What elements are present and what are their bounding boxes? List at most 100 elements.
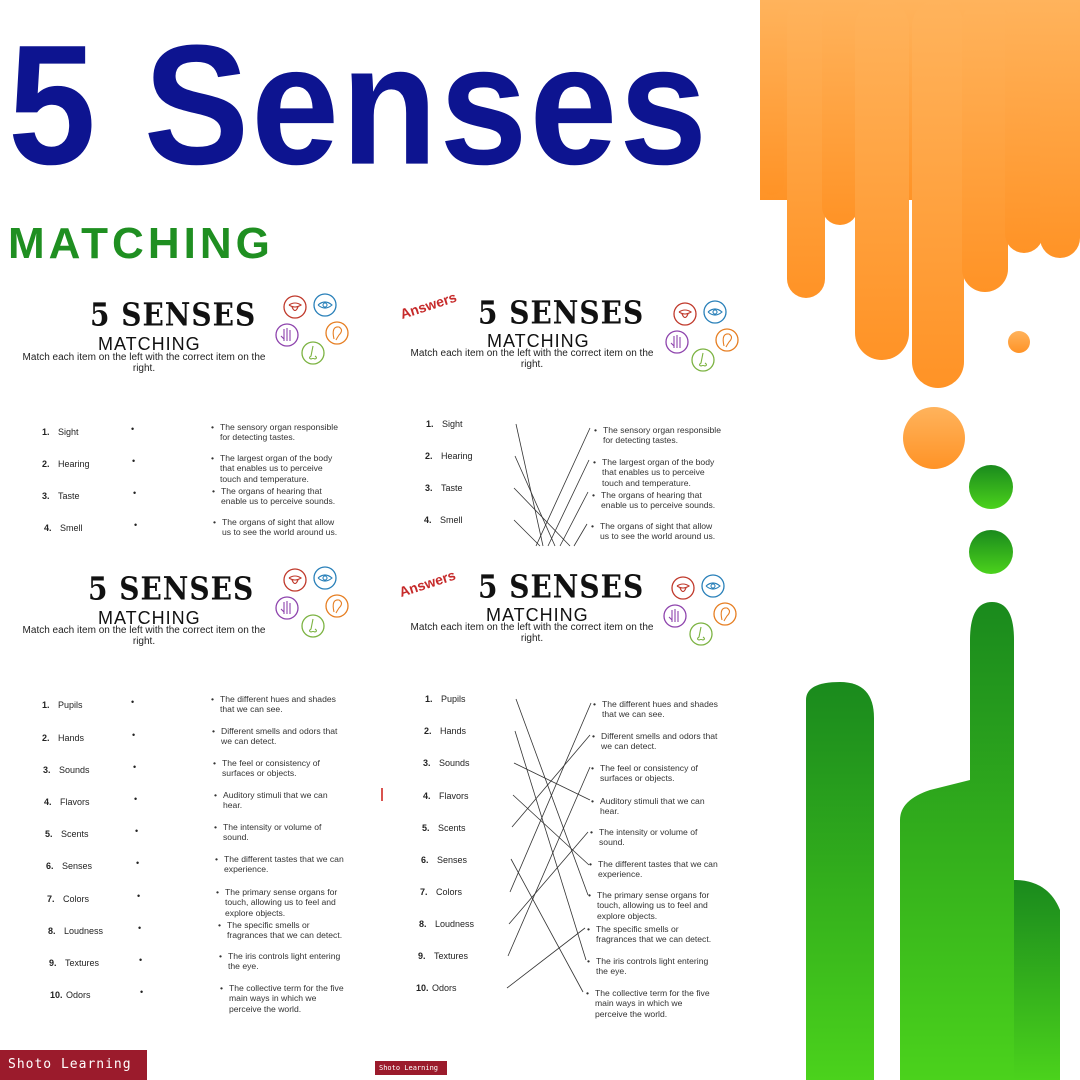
- definition: Auditory stimuli that we can hear.: [214, 790, 343, 811]
- page-subtitle: MATCHING: [8, 219, 274, 268]
- definition: The largest organ of the body that enabl…: [593, 457, 722, 488]
- list-item: 1.Sight: [426, 419, 463, 429]
- definition: The different tastes that we can experie…: [215, 854, 344, 875]
- definition: The different tastes that we can experie…: [589, 859, 718, 880]
- worksheet-subtitle: MATCHING: [98, 334, 201, 354]
- ear-icon: [715, 328, 739, 352]
- list-item: 10.Odors: [50, 990, 91, 1000]
- tongue-icon: [283, 568, 307, 592]
- brand-badge-small: Shoto Learning: [375, 1061, 447, 1075]
- definition: The feel or consistency of surfaces or o…: [213, 758, 342, 779]
- senses-icons: [663, 574, 743, 659]
- list-item: 7.Colors: [420, 887, 463, 897]
- senses-icons-svg: [275, 293, 349, 365]
- match-dot: •: [134, 520, 138, 530]
- definition: The primary sense organs for touch, allo…: [588, 890, 717, 921]
- list-item: 2.Hearing: [425, 451, 473, 461]
- nose-icon: [301, 614, 325, 638]
- definition: The different hues and shades that we ca…: [211, 694, 340, 715]
- definition: The sensory organ responsible for detect…: [211, 422, 340, 443]
- definition: The sensory organ responsible for detect…: [594, 425, 723, 446]
- eye-icon: [313, 293, 337, 317]
- match-dot: •: [138, 923, 142, 933]
- match-dot: •: [131, 697, 135, 707]
- definition: Auditory stimuli that we can hear.: [591, 796, 720, 817]
- red-mark: [381, 788, 383, 801]
- match-dot: •: [137, 891, 141, 901]
- eye-icon: [313, 566, 337, 590]
- eye-icon: [703, 300, 727, 324]
- tongue-icon: [283, 295, 307, 319]
- list-item: 3.Sounds: [43, 765, 90, 775]
- worksheet-subtitle: MATCHING: [98, 608, 201, 628]
- worksheet-instructions: Match each item on the left with the cor…: [22, 625, 266, 647]
- list-item: 9.Textures: [418, 951, 469, 961]
- list-item: 4.Flavors: [423, 791, 469, 801]
- worksheet-instructions: Match each item on the left with the cor…: [410, 622, 654, 644]
- match-dot: •: [133, 488, 137, 498]
- worksheet-title: 5 SENSES: [88, 569, 255, 608]
- nose-icon: [691, 348, 715, 372]
- match-dot: •: [139, 955, 143, 965]
- match-dot: •: [134, 794, 138, 804]
- list-item: 10.Odors: [416, 983, 457, 993]
- definition: The collective term for the five main wa…: [220, 983, 349, 1014]
- worksheet-subtitle: MATCHING: [486, 605, 589, 625]
- worksheet-instructions: Match each item on the left with the cor…: [410, 348, 654, 370]
- list-item: 1.Sight: [42, 427, 79, 437]
- senses-icons-svg: [663, 574, 737, 646]
- list-item: 4.Smell: [44, 523, 83, 533]
- worksheet-title: 5 SENSES: [478, 567, 645, 606]
- definition: The specific smells or fragrances that w…: [587, 924, 716, 945]
- eye-icon: [701, 574, 725, 598]
- hand-icon: [275, 596, 299, 620]
- ear-icon: [325, 321, 349, 345]
- list-item: 2.Hands: [42, 733, 85, 743]
- definition: Different smells and odors that we can d…: [592, 731, 721, 752]
- list-item: 9.Textures: [49, 958, 100, 968]
- page-title: 5 Senses: [8, 10, 710, 201]
- definition: The largest organ of the body that enabl…: [211, 453, 340, 484]
- definition: The intensity or volume of sound.: [214, 822, 343, 843]
- definition: The organs of sight that allow us to see…: [591, 521, 720, 542]
- tongue-icon: [673, 302, 697, 326]
- brand-badge: Shoto Learning: [0, 1050, 147, 1080]
- match-dot: •: [133, 762, 137, 772]
- definition: The organs of hearing that enable us to …: [592, 490, 721, 511]
- list-item: 3.Taste: [42, 491, 80, 501]
- list-item: 1.Pupils: [42, 700, 83, 710]
- definition: The specific smells or fragrances that w…: [218, 920, 347, 941]
- senses-icons-svg: [275, 566, 349, 638]
- definition: Different smells and odors that we can d…: [212, 726, 341, 747]
- senses-icons-svg: [665, 300, 739, 372]
- worksheet-instructions: Match each item on the left with the cor…: [22, 352, 266, 374]
- senses-icons: [665, 300, 745, 385]
- definition: The feel or consistency of surfaces or o…: [591, 763, 720, 784]
- ear-icon: [713, 602, 737, 626]
- senses-icons: [275, 566, 355, 651]
- definition: The organs of sight that allow us to see…: [213, 517, 342, 538]
- green-shape: [806, 465, 1060, 1080]
- list-item: 6.Senses: [421, 855, 468, 865]
- list-item: 3.Sounds: [423, 758, 470, 768]
- worksheet-title: 5 SENSES: [90, 295, 257, 334]
- list-item: 8.Loudness: [419, 919, 475, 929]
- list-item: 8.Loudness: [48, 926, 104, 936]
- definition: The primary sense organs for touch, allo…: [216, 887, 345, 918]
- definition: The organs of hearing that enable us to …: [212, 486, 341, 507]
- list-item: 2.Hands: [424, 726, 467, 736]
- worksheet-subtitle: MATCHING: [487, 331, 590, 351]
- list-item: 7.Colors: [47, 894, 90, 904]
- list-item: 2.Hearing: [42, 459, 90, 469]
- orange-drip-shape: [760, 0, 1080, 469]
- list-item: 5.Scents: [45, 829, 89, 839]
- list-item: 6.Senses: [46, 861, 93, 871]
- match-dot: •: [135, 826, 139, 836]
- match-dot: •: [132, 730, 136, 740]
- definition: The different hues and shades that we ca…: [593, 699, 722, 720]
- white-gap: [876, 700, 900, 1040]
- list-item: 4.Flavors: [44, 797, 90, 807]
- worksheet-title: 5 SENSES: [478, 293, 645, 332]
